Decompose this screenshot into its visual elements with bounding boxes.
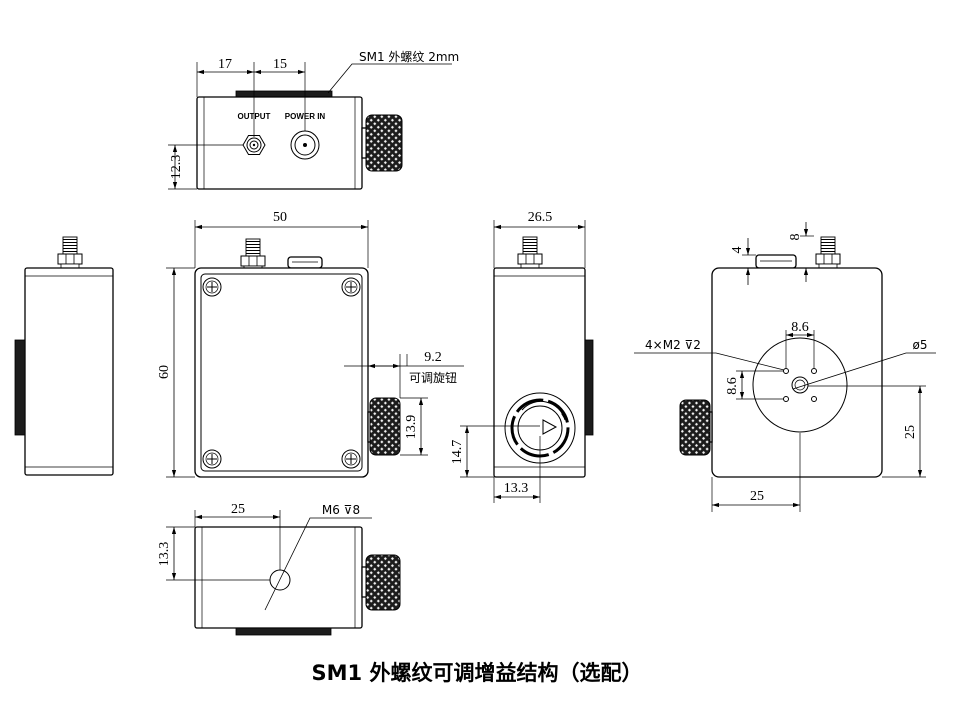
dim-4: 4 [730,247,745,254]
dim-13-3-right: 13.3 [504,481,529,496]
dia-note: ø5 [913,338,928,352]
dim-8-6-x: 8.6 [791,320,809,335]
dim-13-9: 13.9 [404,415,419,440]
screw-bottom-right [341,449,361,469]
right-view-sma-connector [517,236,543,269]
dim-17: 17 [218,57,232,72]
bottom-view-knob [365,554,401,611]
front-view: 50 60 9.2 可调旋钮 13.9 [157,210,464,478]
rear-view-body [711,267,883,478]
right-view-thread-band [584,339,594,436]
left-view-thread-band [14,339,26,436]
dim-13-3-bottom: 13.3 [157,542,172,567]
dia-leader [792,352,936,390]
m6-leader [264,517,372,611]
dim-15: 15 [273,57,287,72]
front-view-body [194,267,369,478]
front-view-power-connector [287,256,323,269]
rear-view-sma-connector [815,236,841,269]
top-view-thread-band [235,90,333,98]
left-side-view [14,236,114,476]
dim-9-2: 9.2 [424,350,442,365]
drawing-caption: SM1 外螺纹可调增益结构（选配） [312,661,643,685]
left-view-body [24,267,114,476]
m2-hole-bl [783,396,789,402]
m2-hole-tl [783,368,789,374]
dim-8: 8 [788,234,803,241]
screw-top-left [202,277,222,297]
dim-60: 60 [157,365,172,379]
adjust-knob-note: 可调旋钮 [409,370,457,385]
right-side-view: 26.5 14.7 13.3 [450,210,594,503]
m6-thread-note: M6 ⊽8 [322,503,360,517]
dim-25-v: 25 [903,425,918,439]
screw-bottom-left [202,449,222,469]
dim-25-bottom: 25 [231,502,245,517]
power-in-connector [290,130,320,160]
dim-25-h: 25 [750,489,764,504]
top-view-knob [365,114,403,172]
bottom-view-thread-band [235,627,332,636]
left-view-sma-connector [57,236,83,269]
m2-hole-br [811,396,817,402]
m2-hole-leader [634,352,785,371]
sm1-mount-circle [752,337,848,433]
dim-14-7: 14.7 [450,440,465,465]
sm1-leader [327,63,452,94]
top-view: OUTPUT POWER IN 17 15 SM1 外螺纹 2mm 12.3 [168,50,459,190]
m2-hole-note: 4×M2 ⊽2 [645,338,701,352]
m2-hole-tr [811,368,817,374]
dim-26-5: 26.5 [528,210,553,225]
front-view-knob [369,397,401,456]
front-view-sma-connector [240,238,266,271]
rotation-indicator-icon [542,419,558,435]
rear-view-knob [679,399,711,456]
dim-8-6-y: 8.6 [725,377,740,395]
sm1-thread-note: SM1 外螺纹 2mm [359,50,459,64]
right-view-body [493,267,586,478]
top-view-body [196,96,363,190]
dim-12-3: 12.3 [169,155,184,180]
bottom-view-body [194,526,363,629]
screw-top-right [341,277,361,297]
rear-view: 4 8 8.6 4×M2 ⊽2 ø5 8.6 25 25 [634,222,936,512]
rear-view-power-connector [755,254,797,269]
bottom-view: 25 M6 ⊽8 13.3 [157,502,401,636]
dim-50: 50 [273,210,287,225]
